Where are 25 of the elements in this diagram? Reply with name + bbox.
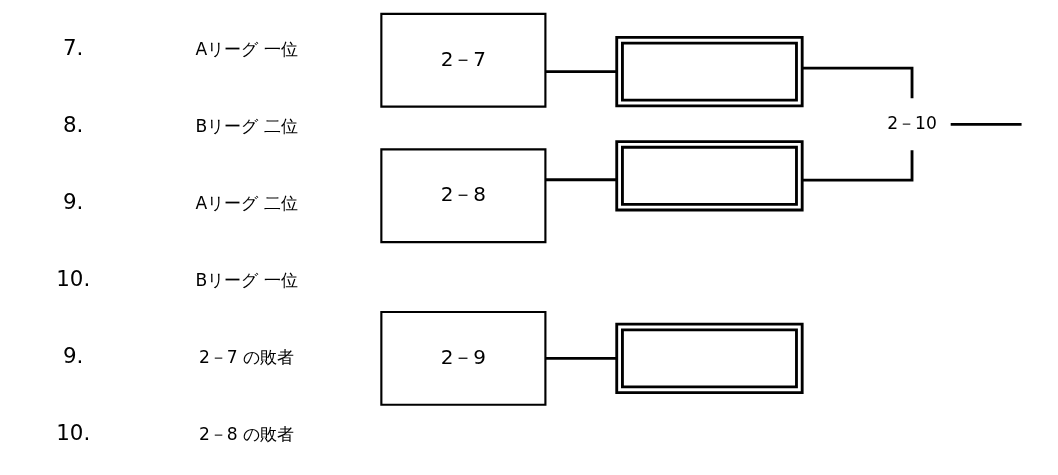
label: Aリーグ 二位 <box>195 192 298 213</box>
label: 9. <box>63 343 84 369</box>
node-box <box>615 36 804 108</box>
label: 7. <box>63 35 84 61</box>
label: 2－7 の敗者 <box>198 346 295 367</box>
node-box: 2－7 <box>380 12 547 108</box>
label: 8. <box>63 112 84 138</box>
node-box: 2－9 <box>380 310 547 406</box>
node-box: 2－8 <box>380 148 547 244</box>
label: Bリーグ 一位 <box>195 269 298 290</box>
connector <box>802 66 914 99</box>
node-box <box>615 140 804 212</box>
label: 2－8 の敗者 <box>198 423 295 444</box>
label: 10. <box>56 266 91 292</box>
label: 9. <box>63 189 84 215</box>
label: 10. <box>56 420 91 446</box>
connector <box>546 70 617 74</box>
connector <box>802 150 914 182</box>
connector <box>950 123 1022 126</box>
node-box <box>615 322 804 395</box>
label: Aリーグ 一位 <box>195 38 298 59</box>
node-text: 2－10 <box>887 112 937 133</box>
connector <box>546 356 617 360</box>
connector <box>546 178 617 182</box>
label: Bリーグ 二位 <box>195 115 298 136</box>
